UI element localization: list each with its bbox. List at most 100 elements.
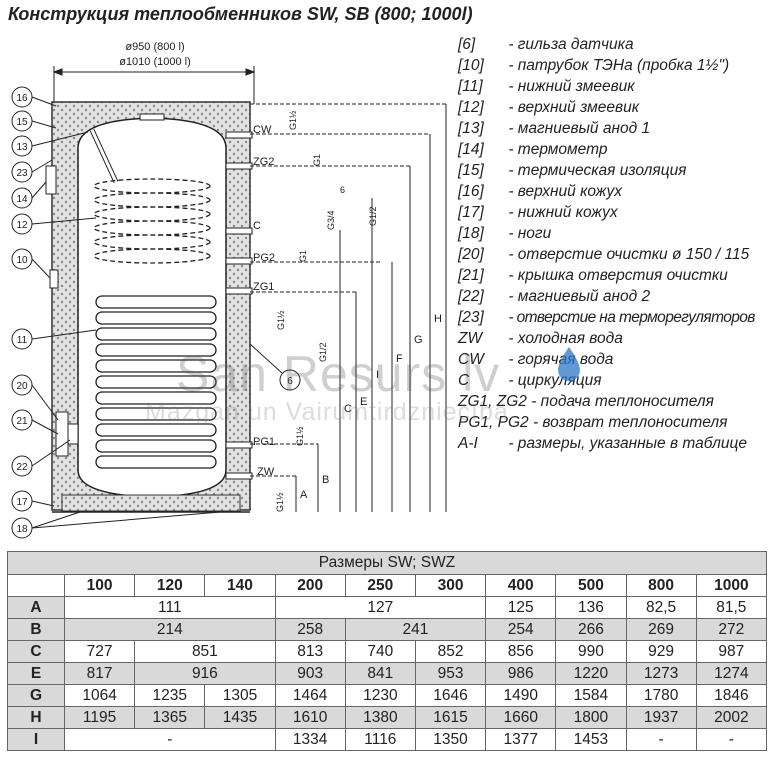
svg-text:14: 14 — [16, 194, 28, 205]
table-cell: 841 — [344, 662, 416, 685]
table-cell: 1230 — [344, 684, 416, 707]
table-cell: 1660 — [485, 706, 557, 729]
watermark-subtitle: Mazgan un Vairumtirdzniecība — [145, 398, 509, 426]
table-caption: Размеры SW; SWZ — [7, 551, 767, 575]
table-cell: 1305 — [204, 684, 276, 707]
dim-top-2: ø1010 (1000 l) — [119, 56, 191, 68]
table-cell: 111 — [64, 596, 276, 619]
table-cell: 1435 — [204, 706, 276, 729]
port-pg1: PG1 — [253, 436, 275, 448]
svg-text:21: 21 — [16, 416, 28, 427]
svg-text:G1/2: G1/2 — [318, 342, 328, 362]
svg-text:I: I — [376, 369, 379, 381]
watermark: San Resurs lv — [176, 346, 501, 402]
svg-text:G1/2: G1/2 — [368, 206, 378, 226]
svg-text:G: G — [414, 334, 423, 346]
table-cell: - — [695, 728, 768, 751]
svg-text:23: 23 — [16, 168, 28, 179]
table-cell: 851 — [134, 640, 276, 663]
table-cell: 1116 — [344, 728, 416, 751]
port-zg2: ZG2 — [253, 156, 274, 168]
port-pg2: PG2 — [253, 252, 275, 264]
legend-item: [21] - крышка отверстия очистки — [458, 267, 728, 284]
table-cell: 1453 — [555, 728, 627, 751]
dim-top-1: ø950 (800 l) — [125, 41, 184, 53]
legend-item: [23] - отверстие на терморегуляторов — [458, 309, 755, 326]
svg-text:G3/4: G3/4 — [326, 210, 336, 230]
svg-text:13: 13 — [16, 142, 28, 153]
legend-item: ZG1, ZG2 - подача теплоносителя — [458, 393, 714, 410]
legend-item: [11] - нижний змеевик — [458, 78, 635, 95]
svg-text:11: 11 — [17, 335, 28, 346]
table-cell: 1273 — [625, 662, 697, 685]
table-cell: 817 — [63, 662, 136, 685]
table-cell: 258 — [274, 618, 346, 641]
svg-text:H: H — [434, 313, 442, 325]
table-cell: 241 — [344, 618, 487, 641]
table-cell: - — [64, 728, 276, 751]
table-cell: 1846 — [695, 684, 768, 707]
svg-text:C: C — [344, 403, 352, 415]
table-cell: 81,5 — [695, 596, 768, 619]
table-cell: 903 — [274, 662, 346, 685]
table-cell: 1350 — [414, 728, 487, 751]
upper-coil — [93, 178, 211, 264]
svg-text:6: 6 — [340, 185, 345, 195]
table-cell: 1220 — [555, 662, 627, 685]
svg-text:A: A — [300, 489, 308, 501]
svg-text:22: 22 — [16, 462, 28, 473]
table-cell: 266 — [555, 618, 627, 641]
table-cell: 740 — [344, 640, 416, 663]
port-zw: ZW — [257, 466, 275, 478]
table-cell: 1800 — [555, 706, 627, 729]
svg-text:G1: G1 — [298, 250, 308, 262]
table-cell: 990 — [555, 640, 627, 663]
legend-item: [22] - магниевый анод 2 — [458, 288, 651, 305]
table-cell: 916 — [134, 662, 276, 685]
table-cell: 1615 — [414, 706, 487, 729]
row-label: I — [7, 728, 65, 751]
table-cell: 856 — [485, 640, 557, 663]
svg-text:B: B — [322, 474, 329, 486]
legend-item: A-I - размеры, указанные в таблице — [458, 435, 747, 452]
table-cell: 1610 — [274, 706, 346, 729]
column-header: 100 — [63, 574, 136, 597]
legend-item: [10] - патрубок ТЭНа (пробка 1½") — [458, 57, 730, 74]
port-zg1: ZG1 — [253, 281, 274, 293]
dimension-letters: A B C E F G H I — [300, 313, 442, 501]
water-drop-icon — [558, 347, 580, 381]
column-header: 500 — [555, 574, 627, 597]
row-label: H — [7, 706, 65, 729]
column-header: 120 — [134, 574, 206, 597]
table-cell: 986 — [485, 662, 557, 685]
row-label: A — [7, 596, 65, 619]
row-label: E — [7, 662, 65, 685]
table-cell: 1780 — [625, 684, 697, 707]
table-cell: 1274 — [695, 662, 768, 685]
dimension-lines — [250, 103, 446, 477]
port-c: C — [253, 220, 261, 232]
column-header: 400 — [485, 574, 557, 597]
table-cell: 127 — [274, 596, 487, 619]
column-header: 800 — [625, 574, 697, 597]
svg-text:G1: G1 — [312, 154, 322, 166]
legend-item: PG1, PG2 - возврат теплоносителя — [458, 414, 728, 431]
svg-text:17: 17 — [16, 497, 28, 508]
table-cell: 1464 — [274, 684, 346, 707]
svg-text:G1½: G1½ — [275, 492, 285, 512]
table-cell: 1365 — [134, 706, 206, 729]
table-cell: 254 — [485, 618, 557, 641]
leader-lines — [31, 96, 283, 529]
legend-item: [20] - отверстие очистки ø 150 / 115 — [458, 246, 750, 263]
row-label: B — [7, 618, 65, 641]
svg-text:10: 10 — [16, 255, 28, 266]
table-cell: 2002 — [695, 706, 768, 729]
table-cell: 272 — [695, 618, 768, 641]
svg-text:F: F — [396, 353, 403, 365]
table-cell: 1334 — [274, 728, 346, 751]
